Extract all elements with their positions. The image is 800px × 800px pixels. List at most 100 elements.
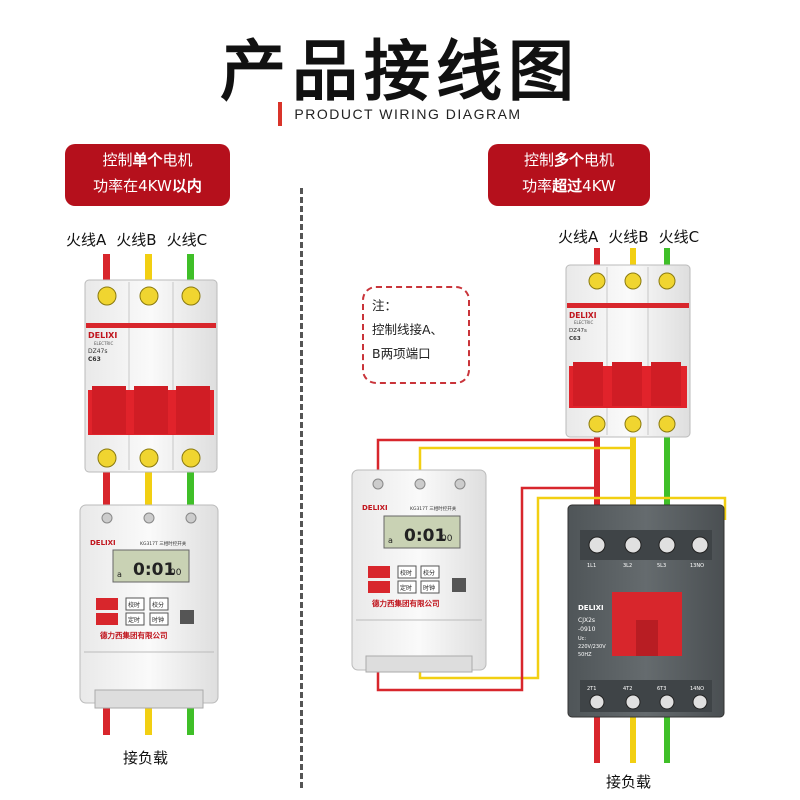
terminal-label: 4T2 — [623, 686, 632, 692]
wire-red-out — [103, 700, 110, 735]
tag-text: 功率在4KW — [93, 177, 172, 195]
timer-button[interactable] — [420, 565, 440, 579]
wire-green-out — [664, 715, 670, 763]
tag-text-bold: 超过 — [552, 177, 583, 195]
timer-button-label: 校时 — [128, 601, 140, 609]
breaker-model: DZ47s — [569, 328, 587, 334]
terminal-label: 14NO — [690, 686, 704, 692]
phase-labels-right: 火线A 火线B 火线C — [558, 226, 709, 247]
terminal-icon — [588, 536, 606, 554]
timer-button-red[interactable] — [368, 581, 390, 593]
subtitle-row: PRODUCT WIRING DIAGRAM — [215, 102, 585, 126]
breaker-right: DELIXI ELECTRIC DZ47s C63 — [565, 264, 691, 438]
timer-lcd-time: 0:01 — [404, 526, 446, 546]
terminal-icon — [659, 694, 675, 710]
screw-icon — [97, 448, 117, 468]
terminal-label: 1L1 — [587, 563, 596, 569]
screw-icon — [139, 448, 159, 468]
timer-button-label: 校分 — [152, 601, 164, 609]
note-line: B两项端口 — [372, 346, 431, 361]
left-wires — [103, 254, 194, 735]
screw-icon — [624, 415, 642, 433]
timer-button-label: 校时 — [400, 569, 412, 577]
wire-yellow-mid — [145, 470, 152, 510]
timer-button-red[interactable] — [96, 613, 118, 625]
screw-icon — [588, 415, 606, 433]
breaker-handle — [92, 386, 126, 434]
control-wire-red — [376, 438, 597, 475]
tag-text: 功率 — [522, 177, 553, 195]
note-line: 注： — [372, 298, 398, 313]
screw-icon — [181, 448, 201, 468]
note-line: 控制线接A、 — [372, 322, 444, 337]
breaker-rating: C63 — [88, 356, 101, 363]
wiring-note: 注： 控制线接A、 B两项端口 — [362, 286, 470, 384]
phase-label-c: 火线C — [166, 231, 208, 249]
terminal-icon — [658, 536, 676, 554]
contactor-actuator-slot — [636, 620, 658, 656]
breaker-red-stripe — [86, 323, 216, 328]
timer-company: 德力西集团有限公司 — [100, 630, 168, 640]
timer-button-label: 校分 — [423, 569, 435, 577]
screw-icon — [139, 286, 159, 306]
control-wire-yellow-return — [418, 496, 727, 680]
terminal-icon — [454, 478, 466, 490]
phase-label-a: 火线A — [66, 231, 107, 249]
timer-lcd-time: 0:01 — [133, 560, 175, 580]
terminal-icon — [185, 512, 197, 524]
contactor-spec: -0910 — [578, 626, 596, 633]
timer-bottom-terminals — [94, 689, 204, 709]
terminal-label: 3L2 — [623, 563, 632, 569]
breaker-brand: DELIXI — [569, 311, 597, 320]
breaker-brand-sub: ELECTRIC — [574, 320, 593, 325]
timer-button[interactable] — [149, 612, 169, 626]
breaker-brand-sub: ELECTRIC — [94, 341, 113, 346]
wire-red-to-contactor — [594, 432, 600, 512]
timer-brand: DELIXI — [90, 539, 116, 547]
terminal-label: 6T3 — [657, 686, 666, 692]
terminal-icon — [101, 512, 113, 524]
terminal-icon — [589, 694, 605, 710]
breaker-body — [565, 264, 691, 438]
wire-green-in — [664, 248, 670, 270]
timer-button-label: 时钟 — [152, 616, 164, 624]
phase-labels-left: 火线A 火线B 火线C — [66, 229, 217, 250]
timer-lcd-day: a — [117, 570, 122, 579]
wire-yellow-out — [145, 700, 152, 735]
page-subtitle: PRODUCT WIRING DIAGRAM — [294, 106, 522, 122]
timer-button-red[interactable] — [96, 598, 118, 610]
contactor-frequency: 50HZ — [578, 652, 592, 658]
timer-button[interactable] — [397, 580, 417, 594]
contactor-voltage: 220V/230V — [578, 644, 606, 650]
terminal-icon — [692, 694, 708, 710]
tag-single-motor: 控制单个电机 功率在4KW以内 — [65, 144, 230, 206]
wire-green-out — [187, 700, 194, 735]
wire-red-out — [594, 715, 600, 763]
terminal-icon — [414, 478, 426, 490]
timer-button[interactable] — [420, 580, 440, 594]
control-wire-yellow — [418, 446, 633, 475]
timer-button[interactable] — [397, 565, 417, 579]
timer-model: KG317T 三相时控开关 — [140, 540, 187, 547]
qr-code-icon — [180, 610, 194, 624]
tag-text-bold: 单个 — [132, 151, 163, 169]
page-title: 产品接线图 — [220, 33, 580, 110]
breaker-handle — [176, 386, 210, 434]
breaker-top-screws — [97, 286, 201, 306]
contactor-voltage-label: Uc: — [578, 636, 586, 642]
timer-button[interactable] — [125, 597, 145, 611]
breaker-handles — [88, 386, 214, 435]
timer-button[interactable] — [149, 597, 169, 611]
timer-button-label: 定时 — [128, 616, 140, 624]
wire-green-mid — [187, 470, 194, 510]
wire-red-mid — [103, 470, 110, 510]
breaker-rating: C63 — [569, 336, 581, 342]
timer-button[interactable] — [125, 612, 145, 626]
breaker-body — [84, 279, 218, 473]
terminal-label: 13NO — [690, 563, 704, 569]
wire-yellow-to-contactor — [630, 432, 636, 512]
timer-button-red[interactable] — [368, 566, 390, 578]
wire-yellow-out — [630, 715, 636, 763]
breaker-red-stripe — [567, 303, 689, 308]
